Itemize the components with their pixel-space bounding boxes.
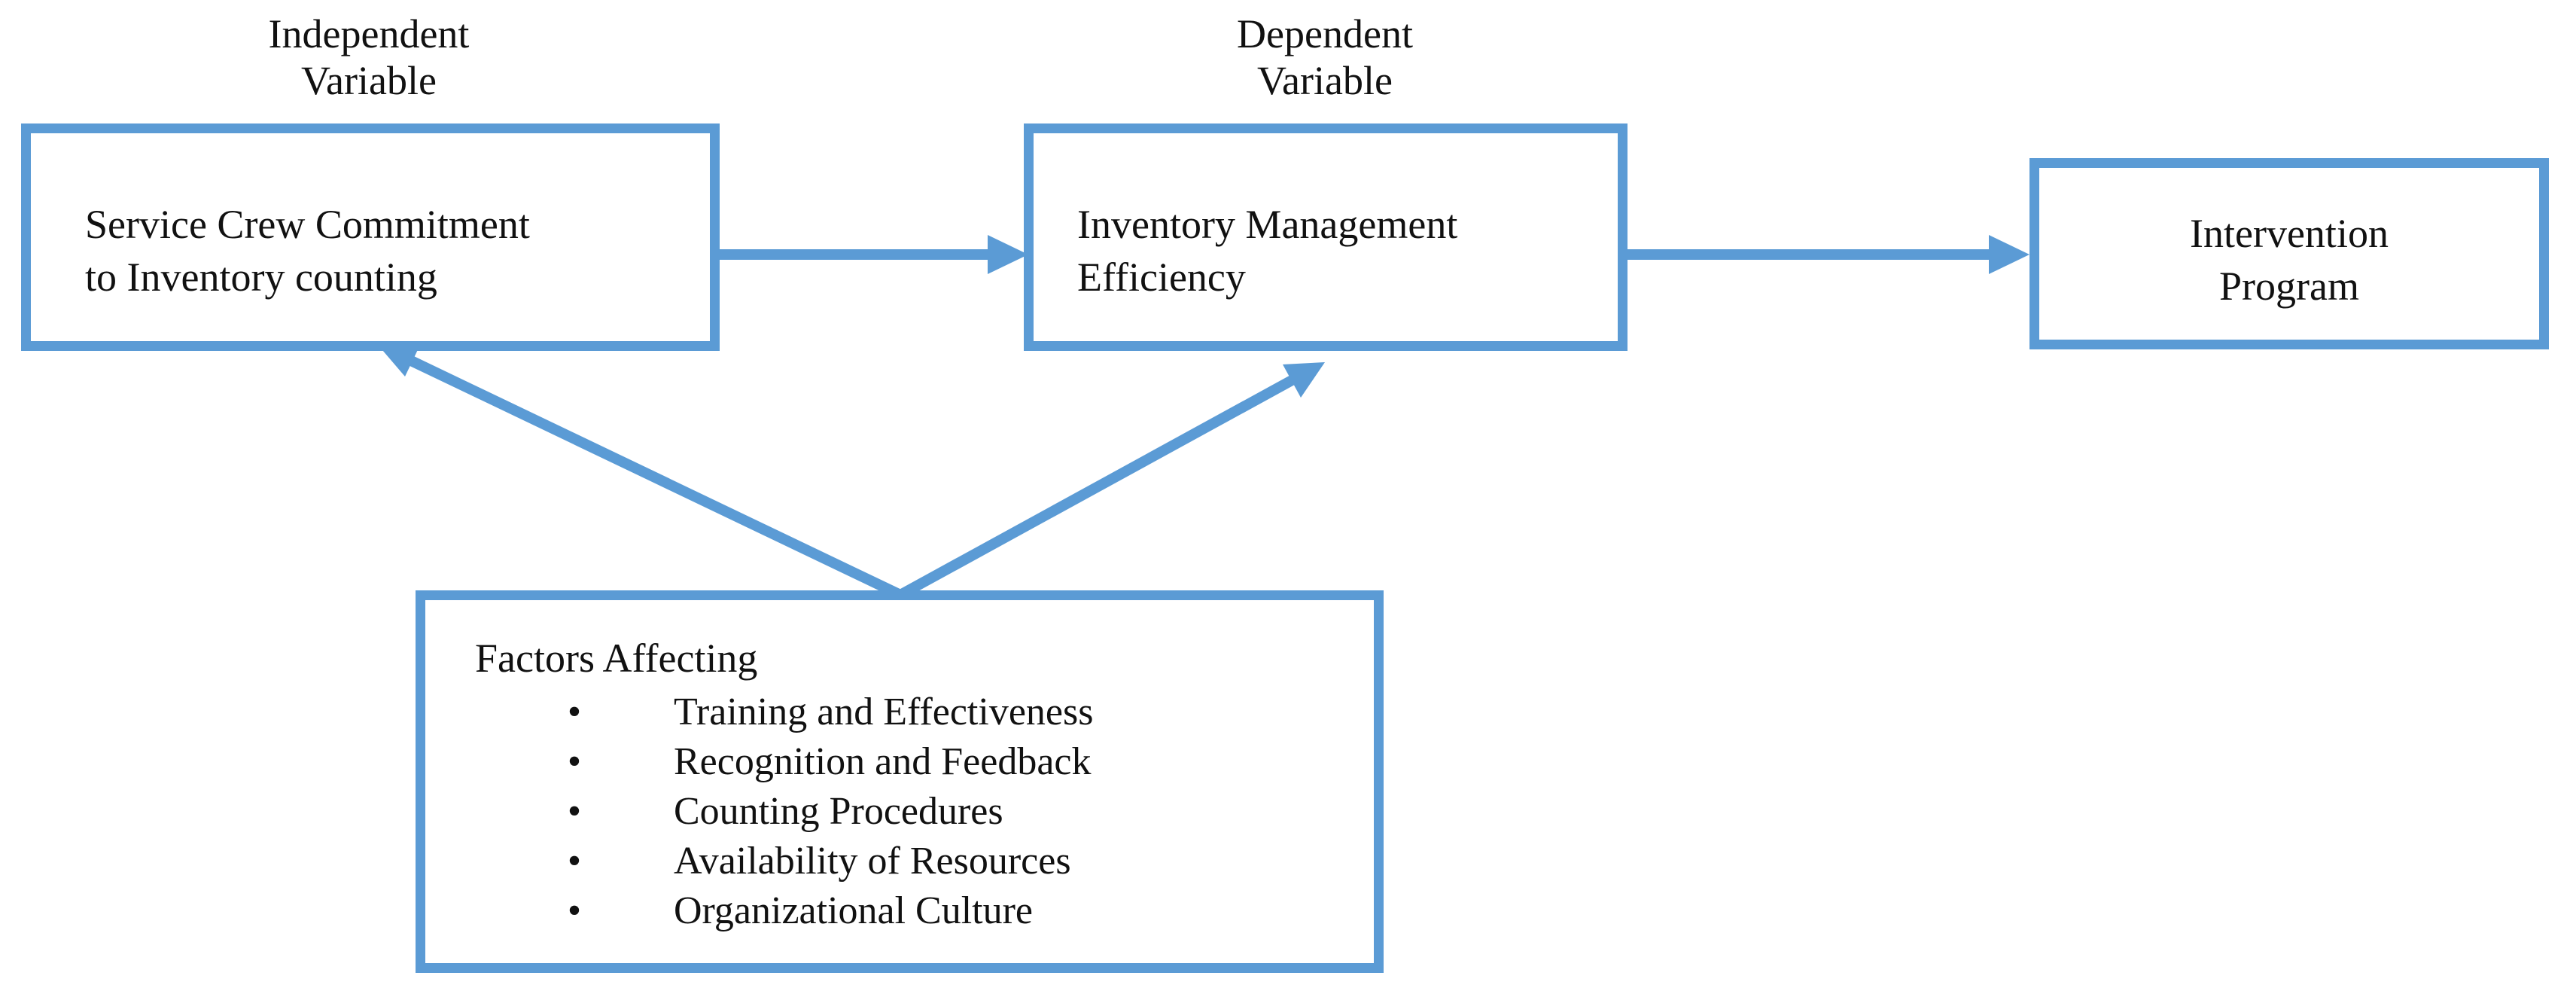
factors-title: Factors Affecting [475, 636, 758, 681]
independent-variable-box: Service Crew Commitment to Inventory cou… [21, 123, 720, 351]
factor-item: • Organizational Culture [559, 886, 1357, 936]
independent-heading-line-2: Variable [301, 58, 437, 103]
independent-variable-line-2: to Inventory counting [85, 255, 437, 300]
dependent-variable-heading: Dependent Variable [1174, 11, 1475, 104]
intervention-program-text: Intervention Program [2039, 207, 2539, 313]
factor-item: • Training and Effectiveness [559, 688, 1357, 737]
arrow-factors-to-independent [378, 342, 903, 600]
dependent-variable-line-1: Inventory Management [1077, 202, 1458, 247]
factor-item: • Availability of Resources [559, 837, 1357, 886]
factor-label: Counting Procedures [674, 790, 1003, 833]
intervention-line-2: Program [2219, 264, 2359, 309]
bullet-icon: • [567, 889, 582, 932]
dependent-variable-box: Inventory Management Efficiency [1024, 123, 1628, 351]
factor-label: Training and Effectiveness [674, 691, 1094, 733]
dependent-heading-line-1: Dependent [1237, 11, 1413, 56]
dependent-variable-text: Inventory Management Efficiency [1077, 198, 1457, 303]
arrow-dependent-to-intervention [1626, 235, 2029, 274]
arrow-factors-to-dependent [897, 362, 1325, 600]
intervention-line-1: Intervention [2190, 211, 2389, 256]
independent-variable-text: Service Crew Commitment to Inventory cou… [85, 198, 530, 303]
factor-item: • Recognition and Feedback [559, 737, 1357, 787]
factor-list: • Training and Effectiveness • Recogniti… [559, 688, 1357, 936]
arrow-independent-to-dependent [718, 235, 1028, 274]
factor-item: • Counting Procedures [559, 787, 1357, 837]
independent-variable-heading: Independent Variable [218, 11, 519, 104]
bullet-icon: • [567, 691, 582, 733]
factors-affecting-box: Factors Affecting • Training and Effecti… [416, 590, 1384, 973]
bullet-icon: • [567, 790, 582, 833]
bullet-icon: • [567, 740, 582, 783]
dependent-variable-line-2: Efficiency [1077, 255, 1246, 300]
independent-heading-line-1: Independent [268, 11, 470, 56]
factor-label: Recognition and Feedback [674, 740, 1092, 783]
independent-variable-line-1: Service Crew Commitment [85, 202, 530, 247]
factor-label: Availability of Resources [674, 840, 1071, 883]
intervention-program-box: Intervention Program [2029, 158, 2549, 349]
bullet-icon: • [567, 840, 582, 883]
dependent-heading-line-2: Variable [1257, 58, 1393, 103]
factor-label: Organizational Culture [674, 889, 1034, 932]
